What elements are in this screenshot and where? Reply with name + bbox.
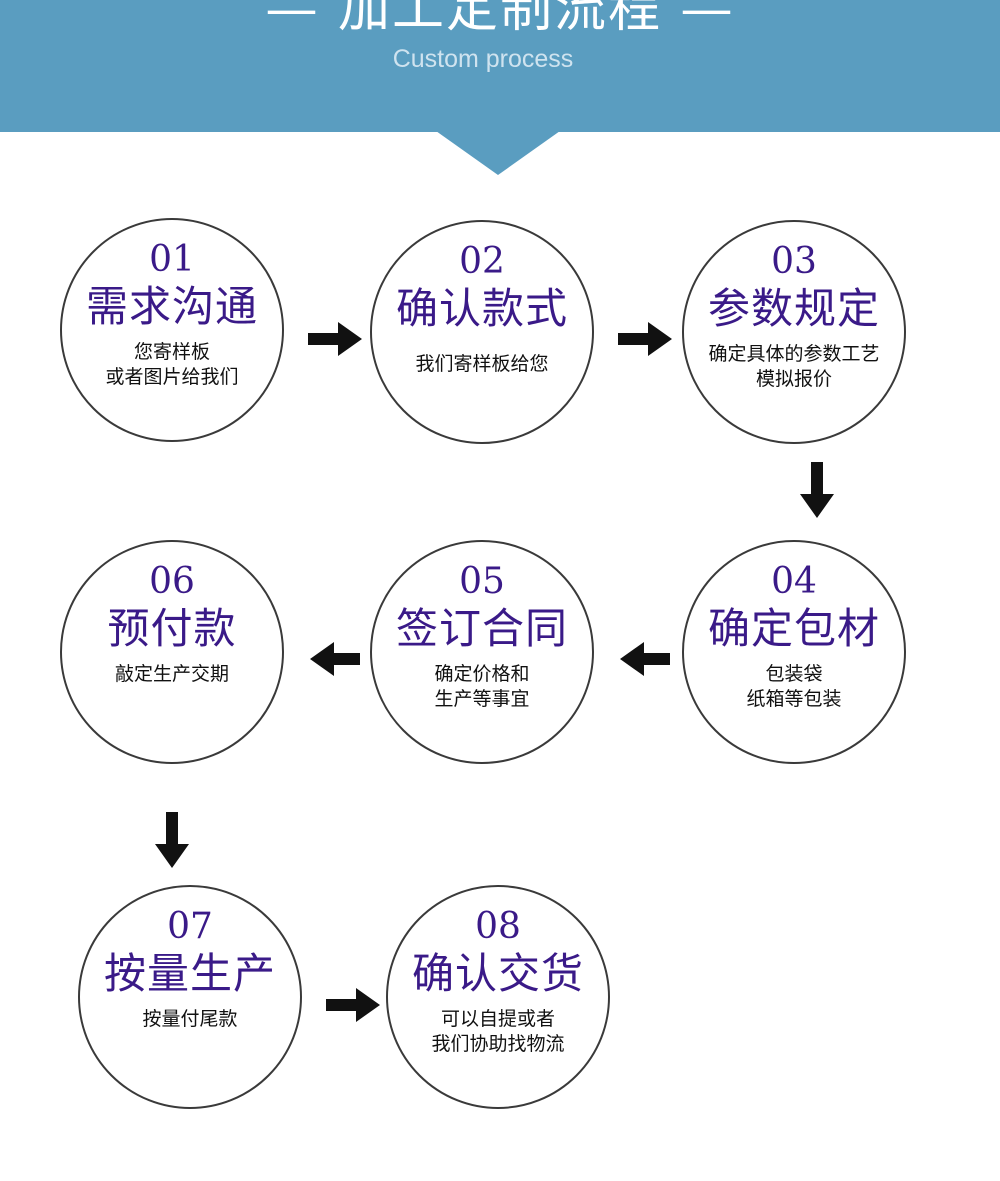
step-06-circle: 06 预付款 敲定生产交期	[60, 540, 284, 764]
page-subtitle: Custom process	[392, 45, 574, 73]
step-number: 06	[149, 561, 195, 602]
arrow-left-icon	[620, 642, 670, 676]
step-title: 参数规定	[707, 284, 880, 333]
step-title: 确认款式	[395, 284, 568, 333]
step-number: 02	[459, 241, 505, 282]
step-05-circle: 05 签订合同 确定价格和生产等事宜	[370, 540, 594, 764]
step-description: 可以自提或者我们协助找物流	[431, 1008, 565, 1055]
step-title: 预付款	[107, 604, 237, 653]
header-banner: — 加工定制流程 — Custom process	[0, 0, 1000, 132]
arrow-left-icon	[310, 642, 360, 676]
step-number: 01	[149, 239, 195, 280]
arrow-right-icon	[618, 322, 672, 356]
step-description: 我们寄样板给您	[415, 353, 549, 375]
step-number: 07	[167, 906, 213, 947]
step-08-circle: 08 确认交货 可以自提或者我们协助找物流	[386, 885, 610, 1109]
step-number: 08	[475, 906, 521, 947]
step-03-circle: 03 参数规定 确定具体的参数工艺模拟报价	[682, 220, 906, 444]
step-title: 需求沟通	[85, 282, 258, 331]
step-title: 确认交货	[411, 949, 584, 998]
step-01-circle: 01 需求沟通 您寄样板或者图片给我们	[60, 218, 284, 442]
arrow-right-icon	[308, 322, 362, 356]
step-title: 确定包材	[707, 604, 880, 653]
step-number: 05	[459, 561, 505, 602]
banner-pointer	[436, 131, 560, 175]
step-title: 签订合同	[395, 604, 568, 653]
step-04-circle: 04 确定包材 包装袋纸箱等包装	[682, 540, 906, 764]
arrow-down-icon	[800, 462, 834, 518]
page-title: — 加工定制流程 —	[265, 0, 735, 39]
step-title: 按量生产	[103, 949, 276, 998]
step-02-circle: 02 确认款式 我们寄样板给您	[370, 220, 594, 444]
arrow-down-icon	[155, 812, 189, 868]
step-number: 04	[771, 561, 817, 602]
step-description: 确定具体的参数工艺模拟报价	[708, 343, 880, 390]
step-description: 按量付尾款	[142, 1008, 238, 1030]
step-description: 包装袋纸箱等包装	[746, 663, 842, 710]
arrow-right-icon	[326, 988, 380, 1022]
step-description: 敲定生产交期	[114, 663, 229, 685]
step-description: 您寄样板或者图片给我们	[105, 341, 239, 388]
step-description: 确定价格和生产等事宜	[434, 663, 530, 710]
step-number: 03	[771, 241, 817, 282]
step-07-circle: 07 按量生产 按量付尾款	[78, 885, 302, 1109]
